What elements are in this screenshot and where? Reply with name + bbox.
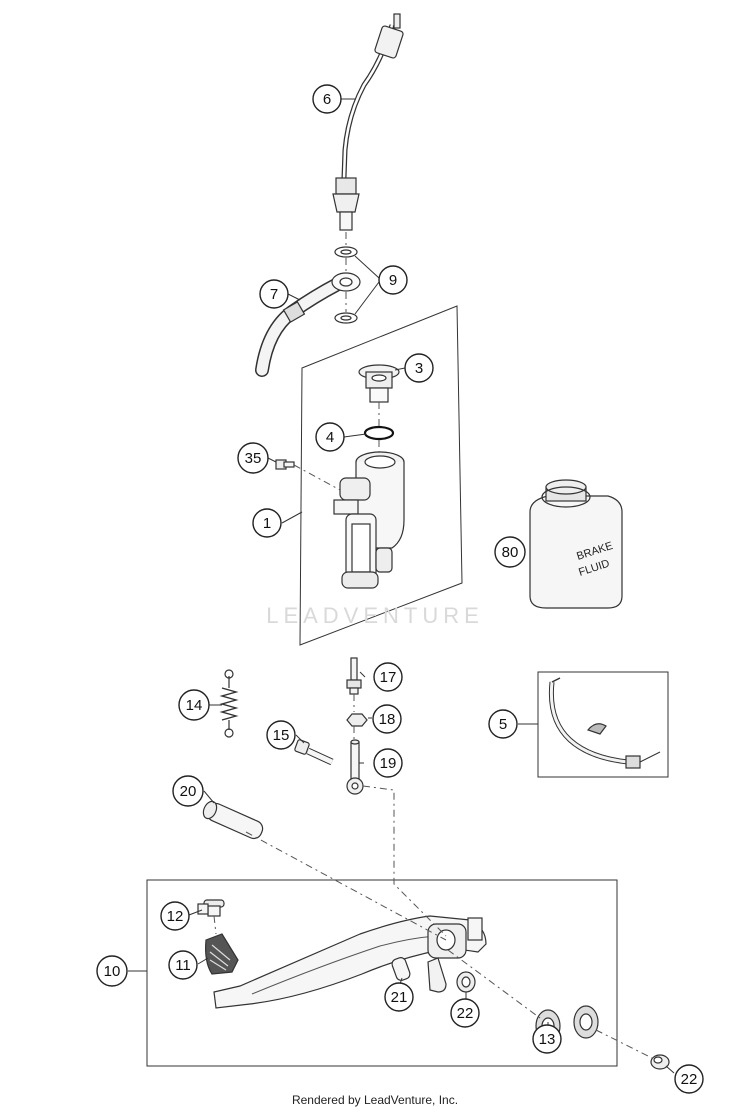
end-cap bbox=[650, 1054, 670, 1070]
svg-text:10: 10 bbox=[104, 963, 121, 980]
callout-16[interactable]: 18 bbox=[372, 704, 402, 734]
svg-text:7: 7 bbox=[270, 286, 278, 303]
callout-4[interactable]: 4 bbox=[315, 422, 345, 452]
svg-text:1: 1 bbox=[263, 515, 271, 532]
brake-pedal-group-frame bbox=[146, 879, 618, 1067]
svg-text:14: 14 bbox=[186, 697, 203, 714]
callout-9[interactable]: 9 bbox=[378, 265, 408, 295]
svg-text:15: 15 bbox=[273, 727, 290, 744]
brake-light-switch bbox=[332, 13, 404, 231]
callout-7[interactable]: 7 bbox=[259, 279, 289, 309]
brake-pedal-tip bbox=[205, 933, 239, 975]
svg-text:19: 19 bbox=[380, 755, 397, 772]
callout-1[interactable]: 1 bbox=[252, 508, 282, 538]
svg-text:3: 3 bbox=[415, 360, 423, 377]
svg-text:13: 13 bbox=[539, 1031, 556, 1048]
svg-text:4: 4 bbox=[326, 429, 334, 446]
brake-cable-kit bbox=[548, 677, 661, 769]
callout-22[interactable]: 22 bbox=[674, 1064, 704, 1094]
svg-text:5: 5 bbox=[499, 716, 507, 733]
callout-35[interactable]: 35 bbox=[237, 442, 269, 474]
callout-13[interactable]: 14 bbox=[178, 689, 210, 721]
callout-19[interactable]: 21 bbox=[384, 982, 414, 1012]
callout-14[interactable]: 15 bbox=[266, 720, 296, 750]
pedal-pin bbox=[391, 957, 411, 981]
svg-text:11: 11 bbox=[175, 957, 191, 974]
svg-text:12: 12 bbox=[167, 908, 184, 925]
brake-master-cylinder bbox=[333, 451, 405, 589]
callout-18[interactable]: 20 bbox=[172, 775, 204, 807]
sealing-washers bbox=[334, 246, 358, 324]
svg-text:21: 21 bbox=[391, 989, 408, 1006]
callout-12[interactable]: 12 bbox=[160, 901, 190, 931]
pivot-sleeve bbox=[202, 800, 264, 840]
callout-5[interactable]: 5 bbox=[488, 709, 518, 739]
push-rod bbox=[346, 739, 364, 795]
svg-text:35: 35 bbox=[245, 450, 262, 467]
svg-text:17: 17 bbox=[380, 669, 397, 686]
callout-10[interactable]: 10 bbox=[96, 955, 128, 987]
o-ring bbox=[363, 425, 395, 441]
svg-text:9: 9 bbox=[389, 272, 397, 289]
mounting-screw bbox=[275, 459, 295, 470]
reservoir-cap bbox=[358, 364, 400, 403]
brake-hose bbox=[255, 272, 361, 377]
svg-text:20: 20 bbox=[180, 783, 197, 800]
callout-3[interactable]: 3 bbox=[404, 353, 434, 383]
callout-21[interactable]: 13 bbox=[532, 1024, 562, 1054]
svg-text:22: 22 bbox=[457, 1005, 474, 1022]
hex-nut bbox=[346, 713, 368, 727]
svg-text:80: 80 bbox=[502, 544, 519, 561]
footer-credit: Rendered by LeadVenture, Inc. bbox=[291, 1093, 459, 1107]
callout-80[interactable]: 80 bbox=[494, 536, 526, 568]
callout-15[interactable]: 17 bbox=[373, 662, 403, 692]
master-cylinder-group-frame bbox=[299, 305, 463, 646]
svg-text:22: 22 bbox=[681, 1071, 698, 1088]
callout-6[interactable]: 6 bbox=[312, 84, 342, 114]
brake-pedal-lever bbox=[213, 915, 487, 1009]
bushing bbox=[456, 971, 476, 993]
return-spring bbox=[219, 669, 239, 738]
threaded-pin bbox=[346, 657, 362, 695]
callout-17[interactable]: 19 bbox=[373, 748, 403, 778]
callout-20[interactable]: 22 bbox=[450, 998, 480, 1028]
svg-text:6: 6 bbox=[323, 91, 331, 108]
pivot-bolt bbox=[294, 739, 334, 766]
watermark: LEADVENTURE bbox=[266, 603, 484, 628]
callout-11[interactable]: 11 bbox=[168, 950, 198, 980]
rivets bbox=[197, 899, 225, 917]
brake-fluid-bottle: BRAKE FLUID bbox=[529, 479, 623, 609]
svg-text:18: 18 bbox=[379, 711, 396, 728]
